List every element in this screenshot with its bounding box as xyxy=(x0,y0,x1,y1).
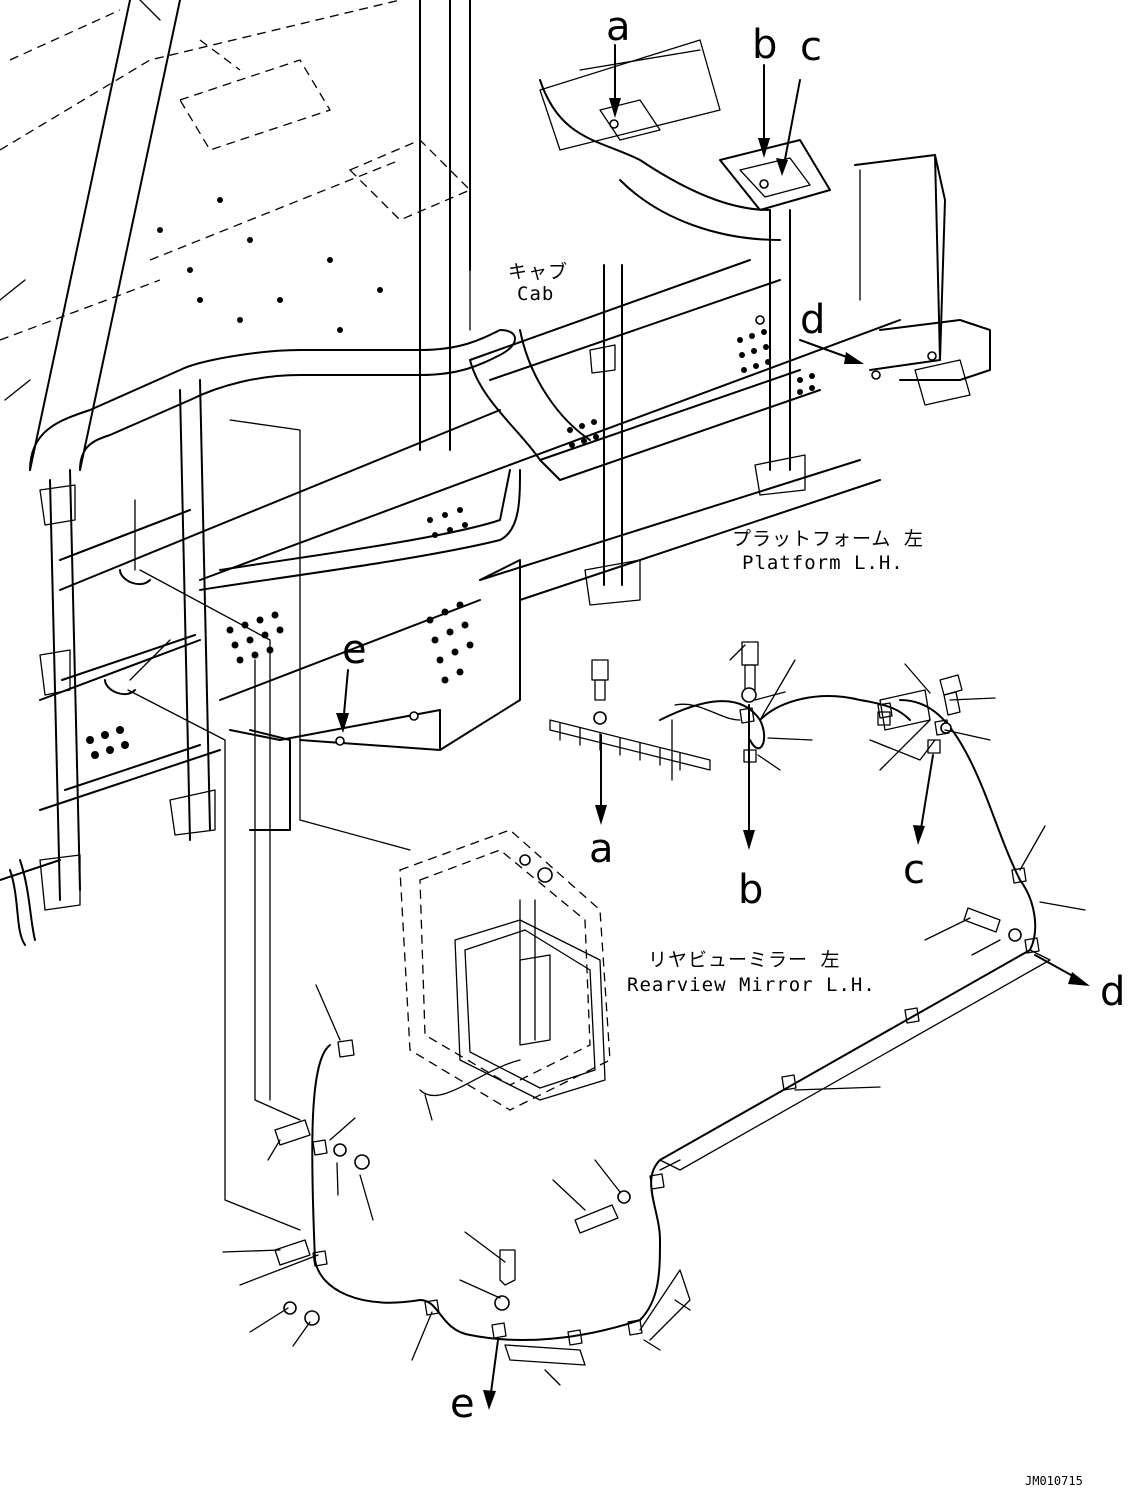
platform-label-en: Platform L.H. xyxy=(742,552,904,574)
callout-c-bottom: c xyxy=(903,847,925,893)
rearview-mirror xyxy=(399,829,611,1121)
mirror-label-jp: リヤビューミラー 左 xyxy=(648,949,840,971)
callout-c-top: c xyxy=(800,24,822,70)
drawing-code: JM010715 xyxy=(1025,1474,1083,1488)
mirror-label-en: Rearview Mirror L.H. xyxy=(627,974,876,996)
callout-e-top: e xyxy=(342,627,367,673)
cab-label-jp: キャブ xyxy=(508,260,568,283)
callout-arrows xyxy=(336,44,1090,1410)
callout-d-bottom: d xyxy=(1100,969,1125,1015)
callout-d-top: d xyxy=(800,297,825,343)
wiring-harness xyxy=(222,641,1086,1386)
machine-frame xyxy=(0,0,991,1231)
cab-label-en: Cab xyxy=(517,283,554,305)
platform-label-jp: プラットフォーム 左 xyxy=(732,528,924,550)
callout-a-top: a xyxy=(606,4,631,50)
callout-a-bottom: a xyxy=(589,826,614,872)
callout-b-top: b xyxy=(752,22,777,68)
callout-b-bottom: b xyxy=(738,867,763,913)
callout-e-bottom: e xyxy=(450,1381,475,1427)
